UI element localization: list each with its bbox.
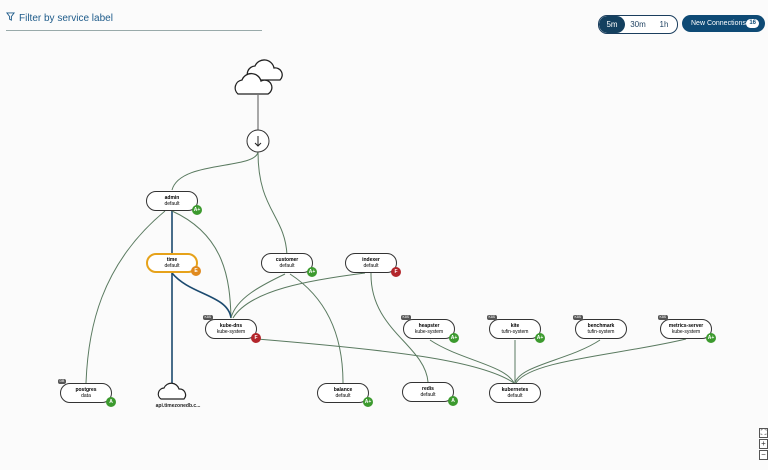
security-grade-badge: A: [106, 397, 116, 407]
service-name: heapster: [418, 323, 440, 329]
service-namespace: kube-system: [671, 329, 701, 335]
cloud-icon: [234, 59, 283, 95]
service-name: kubernetes: [501, 387, 529, 393]
security-grade-badge: A: [448, 396, 458, 406]
service-name: kube-dns: [219, 323, 243, 329]
edge-kubedns-kubernetes: [256, 338, 515, 384]
service-namespace: kube-system: [216, 329, 246, 335]
security-grade-badge: F: [251, 333, 261, 343]
service-name: customer: [275, 257, 299, 263]
service-name: admin: [164, 195, 180, 201]
service-type-tag: K8S: [401, 315, 411, 320]
service-namespace: default: [279, 263, 295, 269]
edge-metrics-kubernetes: [515, 338, 687, 384]
edge-customer-balance: [289, 273, 344, 384]
service-namespace: default: [335, 393, 351, 399]
edge-heapster-kubernetes: [429, 339, 515, 384]
service-namespace: data: [81, 393, 91, 399]
service-label-filter[interactable]: Filter by service label: [6, 12, 262, 31]
service-name: kite: [510, 323, 520, 329]
zoom-controls: ⛶ + −: [759, 428, 768, 461]
service-namespace: default: [363, 263, 379, 269]
new-connections-count: 16: [746, 19, 759, 28]
service-namespace: default: [420, 392, 436, 398]
security-grade-badge: A+: [706, 333, 716, 343]
security-grade-badge: A+: [449, 333, 459, 343]
time-range-30m[interactable]: 30m: [630, 20, 646, 29]
service-namespace: default: [507, 393, 523, 399]
service-name: redis: [422, 386, 434, 392]
edge-ingress-admin: [171, 151, 259, 191]
edge-admin-kubedns: [171, 210, 232, 319]
time-range-selector[interactable]: 5m 30m 1h: [598, 15, 678, 34]
service-type-tag: K8S: [203, 315, 213, 320]
service-type-tag: DB: [58, 379, 66, 384]
edge-benchmark-kubernetes: [514, 339, 601, 384]
security-grade-badge: A+: [307, 267, 317, 277]
service-type-tag: K8S: [658, 315, 668, 320]
service-type-tag: K8S: [487, 315, 497, 320]
service-name: indexer: [362, 257, 380, 263]
zoom-in-button[interactable]: +: [759, 439, 768, 449]
time-range-1h[interactable]: 1h: [659, 20, 669, 29]
new-connections-label: New Connections: [691, 20, 746, 27]
fit-screen-icon[interactable]: ⛶: [759, 428, 768, 438]
edge-indexer-redis: [370, 272, 429, 383]
edge-ingress-customer: [257, 151, 288, 256]
service-name: benchmark: [587, 323, 615, 329]
service-type-tag: K8S: [573, 315, 583, 320]
service-namespace: default: [164, 201, 180, 207]
filter-icon: [6, 12, 16, 24]
new-connections-button[interactable]: New Connections 16: [682, 15, 765, 32]
external-endpoint-label: api.timezonedb.c...: [155, 403, 201, 409]
edge-time-kubedns: [171, 272, 232, 319]
security-grade-badge: A+: [192, 205, 202, 215]
service-name: metrics-server: [668, 323, 704, 329]
security-grade-badge: A+: [535, 333, 545, 343]
security-grade-badge: A+: [363, 397, 373, 407]
edge-indexer-kubedns: [232, 272, 366, 319]
service-namespace: default: [164, 263, 180, 269]
service-name: balance: [333, 387, 353, 393]
zoom-out-button[interactable]: −: [759, 450, 768, 460]
time-range-5m[interactable]: 5m: [599, 16, 625, 33]
edge-admin-postgres: [85, 210, 166, 384]
cloud-icon: [157, 382, 187, 400]
security-grade-badge: E: [191, 266, 201, 276]
service-name: postgres: [75, 387, 97, 393]
edge-customer-kubedns: [230, 273, 286, 319]
service-namespace: tufin-system: [587, 329, 615, 335]
service-namespace: kube-system: [414, 329, 444, 335]
service-name: time: [166, 257, 178, 263]
service-namespace: tufin-system: [501, 329, 529, 335]
arrow-down-icon: [246, 129, 270, 153]
filter-label: Filter by service label: [19, 13, 113, 24]
security-grade-badge: F: [391, 267, 401, 277]
